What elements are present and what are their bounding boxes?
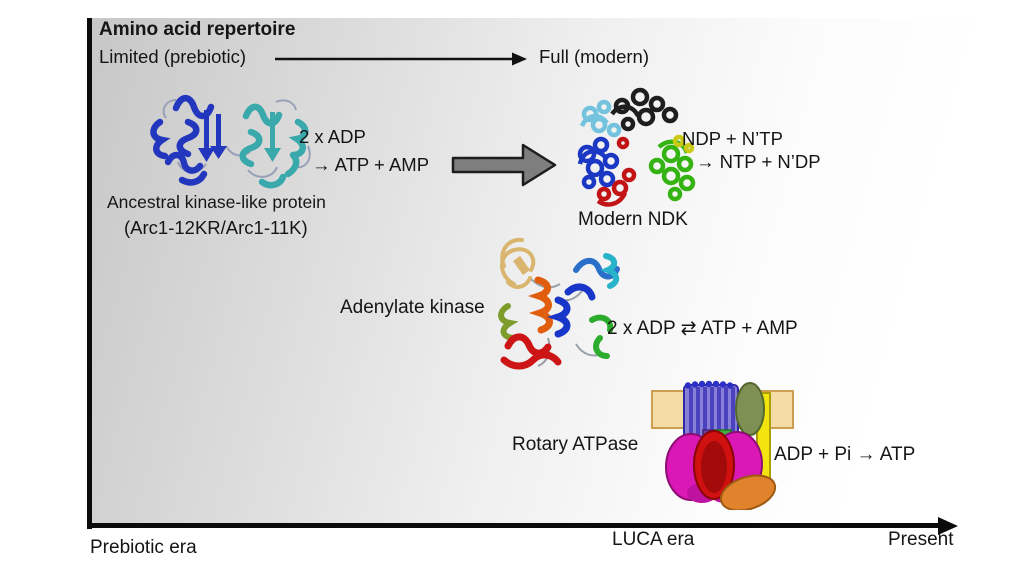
ndk-caption: Modern NDK: [578, 209, 688, 230]
repertoire-right-arrow-icon: [275, 52, 527, 66]
limited-prebiotic-label: Limited (prebiotic): [99, 46, 247, 67]
adenylate-kinase-reaction: 2 x ADP ⇄ ATP + AMP: [607, 318, 798, 339]
ndk-reaction-line2: → NTP + N’DP: [696, 151, 821, 172]
ancestral-reaction-line2: → ATP + AMP: [312, 154, 430, 175]
delta-subunit: [719, 474, 777, 510]
full-modern-label: Full (modern): [539, 46, 649, 67]
timeline-axis-line: [87, 523, 940, 528]
ancestral-caption-line1: Ancestral kinase-like protein: [107, 192, 326, 212]
adenylate-kinase-label: Adenylate kinase: [340, 297, 485, 318]
ancestral-caption-line2: (Arc1-12KR/Arc1-11K): [124, 217, 308, 238]
ancestral-protein-structure: [150, 94, 311, 189]
luca-era-label: LUCA era: [612, 529, 695, 550]
y-axis-line: [87, 18, 92, 529]
a-subunit: [735, 382, 765, 436]
amino-acid-repertoire-title: Amino acid repertoire: [99, 19, 296, 40]
ndk-protein-structure: [577, 87, 696, 207]
prebiotic-era-label: Prebiotic era: [90, 537, 197, 558]
rotary-atpase-reaction: ADP + Pi → ATP: [774, 444, 916, 465]
rotary-atpase-label: Rotary ATPase: [512, 434, 639, 455]
rotary-atpase-structure: [651, 380, 794, 510]
timeline-arrow-head-icon: [938, 516, 958, 535]
present-label: Present: [888, 529, 954, 550]
evolution-arrow-icon: [451, 143, 557, 187]
ndk-reaction-line1: NDP + N’TP: [682, 128, 783, 149]
adenylate-kinase-structure: [498, 237, 620, 370]
plot-background: [92, 18, 1010, 523]
ancestral-reaction-line1: 2 x ADP: [299, 126, 366, 147]
